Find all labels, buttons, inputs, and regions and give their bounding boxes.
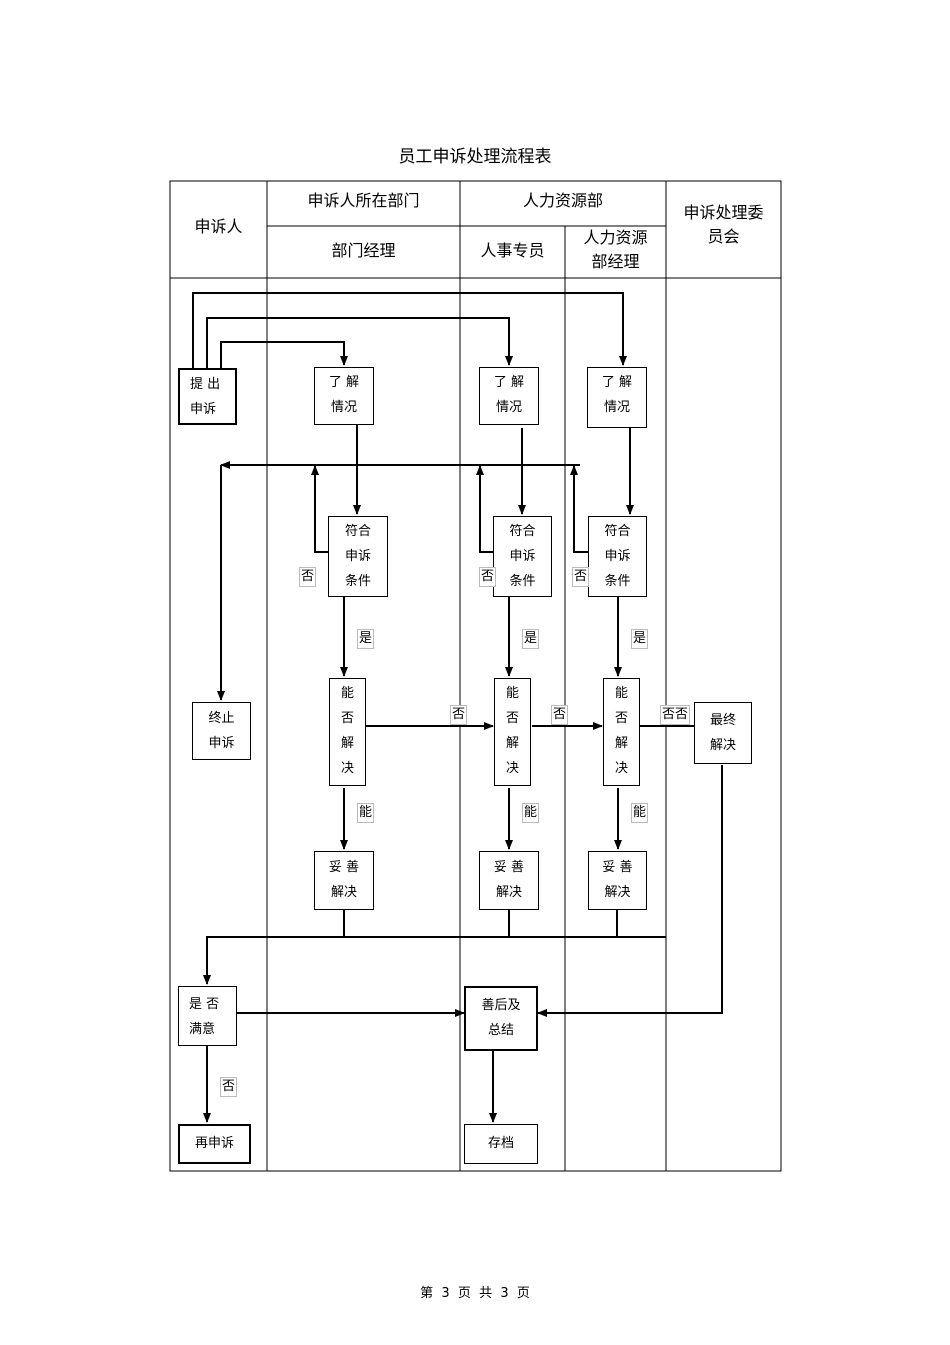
label-yes-hr: 是 [522, 629, 540, 649]
header-hr: 人力资源部 [522, 191, 603, 210]
node-eligible-hr-line2: 申诉 [509, 549, 536, 564]
node-solvable-line3: 解 [340, 736, 354, 751]
node-understand-line2: 情况 [330, 400, 357, 415]
node-eligible-hr-line1: 符合 [509, 524, 536, 539]
page-footer: 第 3 页 共 3 页 [420, 1286, 530, 1301]
node-solvable-line1: 能 [340, 686, 354, 701]
node-resolved-hr: 妥 善 解决 [479, 851, 539, 910]
label-no-hrm-eligible: 否 [572, 567, 590, 587]
node-eligible-line1: 符合 [344, 524, 371, 539]
node-resolved-hrm-line2: 解决 [604, 885, 631, 900]
node-eligible-hrm-line1: 符合 [604, 524, 631, 539]
node-solvable-dept: 能 否 解 决 [329, 678, 366, 786]
node-eligible-hr-line3: 条件 [509, 574, 536, 589]
node-final-resolution: 最终 解决 [694, 702, 752, 764]
node-understand-line1: 了 解 [328, 375, 360, 390]
node-solvable-hr-line3: 解 [505, 736, 519, 751]
page-title: 员工申诉处理流程表 [398, 147, 552, 167]
node-eligible-hrm-line3: 条件 [604, 574, 631, 589]
node-eligible-hrm-line2: 申诉 [604, 549, 631, 564]
node-satisfied-line1: 是 否 [189, 997, 220, 1012]
node-resolved-line2: 解决 [330, 885, 357, 900]
node-solvable-hrm-line4: 决 [614, 761, 628, 776]
header-complainant: 申诉人 [194, 217, 243, 236]
node-understand-hr-line1: 了 解 [493, 375, 525, 390]
header-hr-manager-line2: 部经理 [591, 252, 640, 271]
node-solvable-hr: 能 否 解 决 [494, 678, 531, 786]
node-solvable-hr-line2: 否 [505, 711, 519, 726]
node-aftercare-line1: 善后及 [481, 998, 521, 1013]
node-eligible-hr: 符合 申诉 条件 [493, 516, 552, 597]
node-resolved-line1: 妥 善 [328, 860, 360, 875]
label-no-hr-eligible: 否 [479, 567, 497, 587]
header-department: 申诉人所在部门 [307, 191, 420, 210]
node-solvable-hr-line1: 能 [505, 686, 519, 701]
node-aftercare: 善后及 总结 [464, 986, 538, 1051]
label-can-dept: 能 [357, 803, 375, 823]
node-understand-dept: 了 解 情况 [314, 367, 374, 425]
header-hr-manager: 人力资源 部经理 [565, 226, 666, 274]
node-eligible-dept: 符合 申诉 条件 [328, 516, 388, 597]
node-solvable-line4: 决 [340, 761, 354, 776]
node-understand-hrm-line2: 情况 [603, 400, 630, 415]
node-submit-appeal: 提 出 申诉 [178, 368, 237, 425]
node-terminate-line1: 终止 [208, 711, 235, 726]
node-resolved-hr-line2: 解决 [495, 885, 522, 900]
node-resolved-hrm-line1: 妥 善 [602, 860, 633, 875]
node-archive: 存档 [464, 1124, 538, 1164]
node-solvable-hrm: 能 否 解 决 [603, 678, 640, 786]
label-no-hr-solvable: 否 [551, 705, 569, 725]
node-understand-hrm: 了 解 情况 [587, 367, 647, 428]
label-no-hrm-solvable: 否否 [660, 705, 691, 725]
header-committee-line2: 员会 [707, 227, 740, 246]
node-terminate-line2: 申诉 [208, 736, 235, 751]
header-committee-line1: 申诉处理委 [683, 203, 764, 222]
label-can-hr: 能 [522, 803, 540, 823]
node-solvable-line2: 否 [340, 711, 354, 726]
node-reappeal: 再申诉 [178, 1124, 251, 1164]
node-solvable-hrm-line3: 解 [614, 736, 628, 751]
flow-arrows [192, 292, 723, 1123]
node-understand-hr: 了 解 情况 [479, 367, 539, 425]
label-no-satisfied: 否 [220, 1077, 238, 1097]
node-satisfied-line2: 满意 [189, 1022, 216, 1037]
header-hr-specialist: 人事专员 [480, 241, 545, 260]
node-eligible-line3: 条件 [344, 574, 371, 589]
label-yes-hrm: 是 [631, 629, 649, 649]
node-solvable-hr-line4: 决 [505, 761, 519, 776]
node-understand-hr-line2: 情况 [495, 400, 522, 415]
node-resolved-hr-line1: 妥 善 [493, 860, 525, 875]
node-submit-line1: 提 出 [190, 377, 221, 392]
header-committee: 申诉处理委 员会 [666, 201, 781, 249]
node-aftercare-line2: 总结 [487, 1023, 514, 1038]
label-no-dept-eligible: 否 [299, 567, 317, 587]
node-solvable-hrm-line2: 否 [614, 711, 628, 726]
label-yes-dept: 是 [357, 629, 375, 649]
node-satisfied: 是 否 满意 [178, 986, 237, 1046]
label-can-hrm: 能 [631, 803, 649, 823]
node-submit-line2: 申诉 [190, 402, 217, 417]
node-resolved-hrm: 妥 善 解决 [588, 851, 647, 910]
node-final-line1: 最终 [709, 713, 736, 728]
node-resolved-dept: 妥 善 解决 [314, 851, 374, 910]
node-terminate: 终止 申诉 [192, 702, 251, 760]
node-solvable-hrm-line1: 能 [614, 686, 628, 701]
label-no-dept-solvable: 否 [450, 705, 468, 725]
node-eligible-hrm: 符合 申诉 条件 [588, 516, 647, 597]
node-final-line2: 解决 [709, 738, 736, 753]
node-eligible-line2: 申诉 [344, 549, 371, 564]
header-dept-manager: 部门经理 [331, 241, 396, 260]
header-hr-manager-line1: 人力资源 [583, 228, 648, 247]
node-understand-hrm-line1: 了 解 [601, 375, 633, 390]
